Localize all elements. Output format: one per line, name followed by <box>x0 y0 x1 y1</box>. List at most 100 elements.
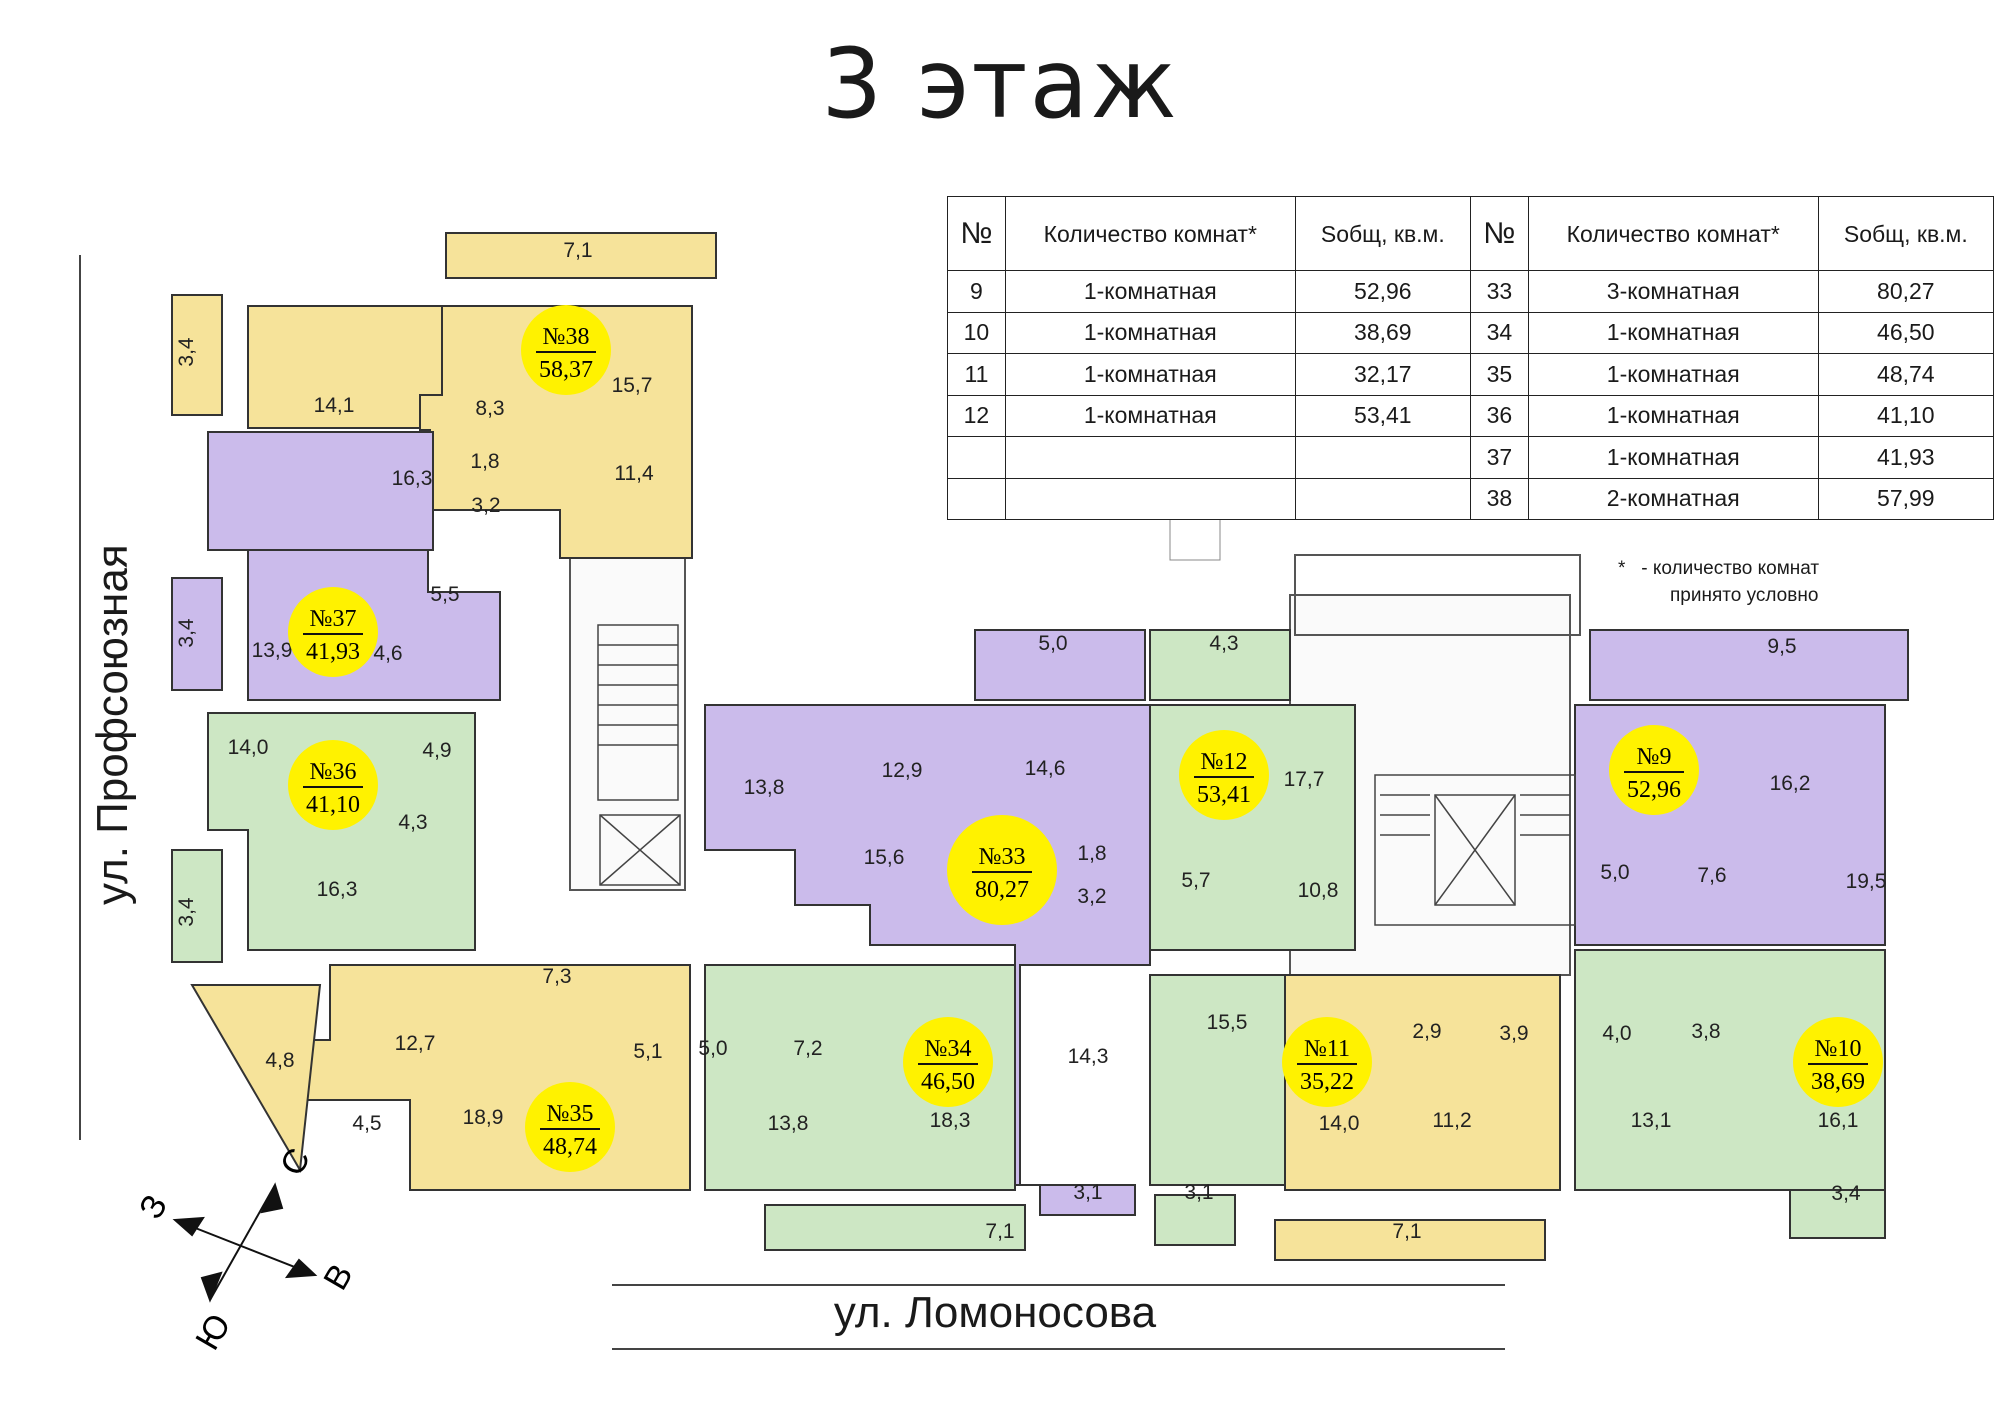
table-cell: 1-комнатная <box>1527 311 1819 354</box>
room-area-label: 10,8 <box>1298 879 1339 902</box>
badge-circle <box>288 587 378 677</box>
room-area-label: 3,4 <box>175 897 198 927</box>
room-area-label: 13,1 <box>1631 1109 1672 1132</box>
table-cell: 52,96 <box>1294 270 1471 313</box>
table-cell: 80,27 <box>1817 270 1995 313</box>
room-area-label: 4,6 <box>373 642 402 665</box>
room-area-label: 17,7 <box>1284 768 1325 791</box>
stairwell-right <box>1374 774 1576 926</box>
badge-area: 41,93 <box>306 639 360 665</box>
badge-area: 53,41 <box>1197 782 1251 808</box>
room-area-label: 12,7 <box>395 1032 436 1055</box>
table-cell: 12 <box>947 394 1006 437</box>
table-header: Sобщ, кв.м. <box>1817 196 1995 271</box>
badge-circle <box>288 740 378 830</box>
room-area-label: 2,9 <box>1412 1020 1441 1043</box>
table-cell <box>1004 436 1296 479</box>
table-cell: 1-комнатная <box>1004 394 1296 437</box>
table-cell: 48,74 <box>1817 353 1995 396</box>
badge-area: 52,96 <box>1627 777 1681 803</box>
room-area-label: 5,0 <box>698 1037 727 1060</box>
apartment-table: № Количество комнат* Sобщ, кв.м. № Колич… <box>947 196 1995 520</box>
table-cell: 41,10 <box>1817 394 1995 437</box>
badge-area: 46,50 <box>921 1069 975 1095</box>
apartment-badges: №3858,37№3741,93№3641,10№3548,74№3446,50… <box>288 305 1883 1172</box>
badge-number: №9 <box>1637 744 1672 770</box>
footnote-line2: принято условно <box>1670 585 1819 606</box>
room-area-label: 11,2 <box>1432 1109 1471 1132</box>
table-cell: 10 <box>947 311 1006 354</box>
table-cell: 38,69 <box>1294 311 1471 354</box>
room-area-label: 1,8 <box>470 450 499 473</box>
badge-number: №36 <box>310 759 357 785</box>
room-area-label: 15,7 <box>612 374 653 397</box>
apartment-badge: №37 41,93 <box>288 587 378 677</box>
table-cell: 33 <box>1469 270 1529 313</box>
badge-circle <box>903 1017 993 1107</box>
apartment-badge: №33 80,27 <box>947 815 1057 925</box>
room-area-label: 4,3 <box>398 811 427 834</box>
room-area-label: 14,0 <box>228 736 269 759</box>
apartment-badge: №36 41,10 <box>288 740 378 830</box>
room-area-label: 3,2 <box>1077 885 1106 908</box>
badge-number: №37 <box>310 606 357 632</box>
apartment-34 <box>704 964 1026 1251</box>
room-area-label: 5,0 <box>1038 632 1067 655</box>
table-cell: 9 <box>947 270 1006 313</box>
table-cell <box>947 477 1006 520</box>
badge-number: №12 <box>1201 749 1248 775</box>
table-cell <box>1294 436 1471 479</box>
table-header-row: № Количество комнат* Sобщ, кв.м. № Колич… <box>947 196 1995 271</box>
room-area-label: 5,5 <box>430 583 459 606</box>
table-cell: 57,99 <box>1817 477 1995 520</box>
room-area-label: 19,5 <box>1846 870 1887 893</box>
room-area-label: 3,9 <box>1499 1022 1528 1045</box>
room-area-label: 5,1 <box>633 1040 662 1063</box>
apartment-38 <box>247 232 717 559</box>
badge-circle <box>521 305 611 395</box>
room-area-label: 7,1 <box>985 1220 1014 1243</box>
room-area-label: 11,4 <box>614 462 654 485</box>
room-area-label: 3,1 <box>1184 1181 1213 1204</box>
badge-circle <box>1179 730 1269 820</box>
table-cell: 34 <box>1469 311 1529 354</box>
badge-area: 48,74 <box>543 1134 597 1160</box>
table-cell: 38 <box>1469 477 1529 520</box>
room-area-label: 14,1 <box>314 394 355 417</box>
room-area-label: 4,9 <box>422 739 451 762</box>
table-cell: 37 <box>1469 436 1529 479</box>
apartment-10 <box>1574 949 1886 1239</box>
apartment-12 <box>1149 629 1356 1246</box>
badge-area: 58,37 <box>539 357 593 383</box>
room-area-label: 3,4 <box>175 337 198 367</box>
badge-number: №10 <box>1815 1036 1862 1062</box>
badge-number: №34 <box>925 1036 972 1062</box>
compass-rose <box>172 1182 318 1303</box>
badge-circle <box>525 1082 615 1172</box>
badge-number: №11 <box>1304 1036 1350 1062</box>
table-cell: 41,93 <box>1817 436 1995 479</box>
room-area-label: 5,0 <box>1600 861 1629 884</box>
badge-area: 80,27 <box>975 877 1029 903</box>
room-area-label: 8,3 <box>475 397 504 420</box>
table-cell: 1-комнатная <box>1527 436 1819 479</box>
table-header: Количество комнат* <box>1527 196 1819 271</box>
badge-area: 41,10 <box>306 792 360 818</box>
room-area-label: 4,5 <box>352 1112 381 1135</box>
room-area-label: 15,6 <box>864 846 905 869</box>
badge-number: №33 <box>979 844 1026 870</box>
table-cell: 1-комнатная <box>1004 270 1296 313</box>
table-cell: 1-комнатная <box>1527 353 1819 396</box>
apartment-badge: №12 53,41 <box>1179 730 1269 820</box>
table-cell: 53,41 <box>1294 394 1471 437</box>
badge-circle <box>1793 1017 1883 1107</box>
room-area-label: 4,8 <box>265 1049 294 1072</box>
